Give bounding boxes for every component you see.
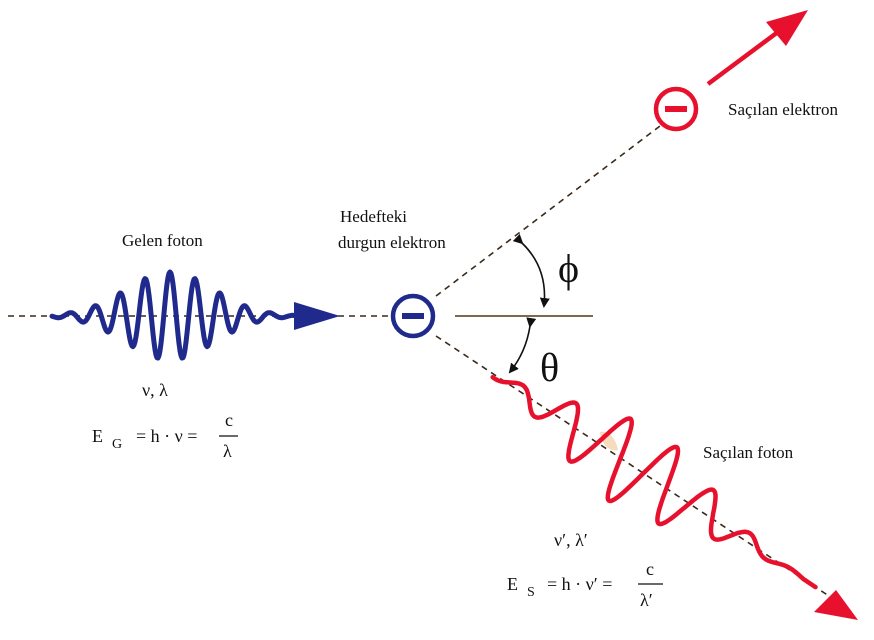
scattered-eq-middle: = h · ν′ = — [547, 574, 612, 594]
scattered-electron-label: Saçılan elektron — [728, 100, 838, 119]
phi-symbol: ϕ — [558, 246, 579, 291]
incoming-frequency-wavelength: ν, λ — [142, 380, 168, 400]
scattered-photon-arrowhead — [814, 590, 858, 620]
scattered-electron — [653, 86, 699, 132]
scattered-energy-equation: E S = h · ν′ = c λ′ — [507, 559, 663, 610]
incoming-eq-sub: G — [112, 437, 122, 452]
scattered-electron-arrow — [706, 24, 788, 86]
scattered-frequency-wavelength: ν′, λ′ — [554, 530, 588, 550]
scattered-eq-E: E — [507, 574, 518, 594]
scattered-photon-wave — [490, 374, 818, 590]
phi-angle-arc — [512, 233, 550, 308]
target-electron-label-line1: Hedefteki — [340, 207, 407, 226]
theta-symbol: θ — [540, 345, 559, 390]
theta-angle-arc — [508, 317, 537, 374]
incoming-photon-label: Gelen foton — [122, 231, 203, 250]
scattered-electron-arrowhead — [766, 10, 808, 46]
incoming-eq-numerator: c — [225, 410, 233, 430]
incoming-eq-middle: = h · ν = — [136, 426, 197, 446]
scattered-eq-sub: S — [527, 585, 535, 600]
incoming-eq-denominator: λ — [223, 441, 232, 461]
incoming-energy-equation: E G = h · ν = c λ — [92, 410, 238, 461]
electron-direction-line — [435, 125, 661, 297]
target-electron — [390, 293, 436, 339]
scattered-eq-numerator: c — [646, 559, 654, 579]
incoming-eq-E: E — [92, 426, 103, 446]
incoming-photon-arrowhead — [294, 302, 340, 330]
scattered-eq-denominator: λ′ — [640, 590, 653, 610]
incoming-photon-wave — [49, 269, 303, 361]
photon-direction-line — [435, 335, 836, 601]
scattered-photon-label: Saçılan foton — [703, 443, 794, 462]
target-electron-label-line2: durgun elektron — [338, 233, 446, 252]
